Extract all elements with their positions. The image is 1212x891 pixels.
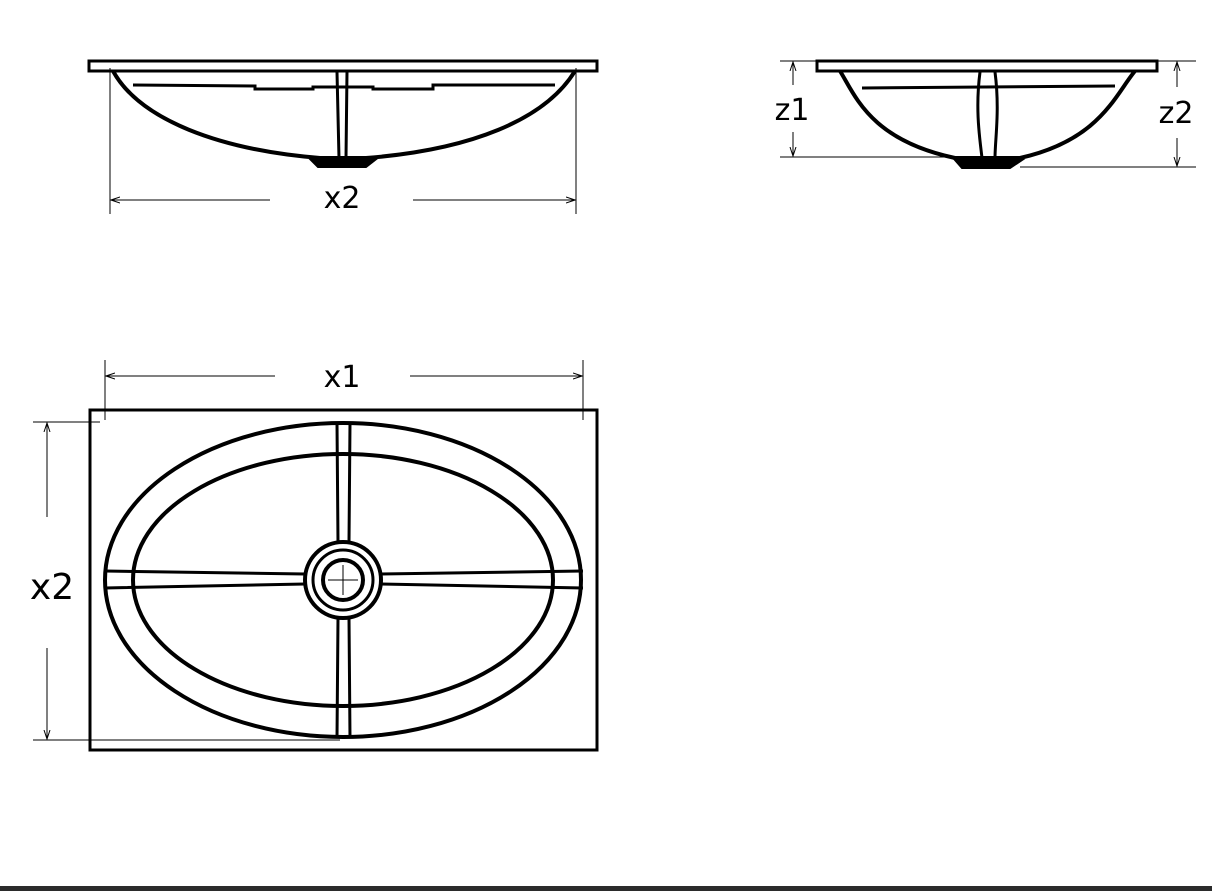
side-inner-rim [861,84,1116,90]
front-dimension-label: x2 [324,181,361,216]
front-view [87,59,599,214]
drain-inner [321,558,365,602]
inner-ellipse [131,452,555,708]
side-bowl [838,69,1137,160]
z1-label: z1 [775,93,810,128]
side-drain [952,159,1026,169]
outer-ellipse [103,421,583,739]
z2-label: z2 [1159,96,1194,131]
front-bowl [111,69,577,160]
front-drain [308,159,378,168]
front-inner-rim [132,83,555,91]
drain-middle [311,548,375,612]
x2-depth-label: x2 [30,567,74,608]
side-view [780,59,1196,169]
bottom-border [0,886,1212,891]
drain-crosshair [328,565,358,595]
top-view [33,360,599,752]
side-drain-post [976,71,999,159]
top-outline [88,408,599,752]
vertical-rib [335,422,352,739]
front-drain-post [335,71,349,159]
horizontal-rib [104,569,584,590]
x1-label: x1 [324,360,361,395]
front-rim [87,59,599,73]
side-rim [815,59,1159,73]
drain-outer [303,540,383,620]
